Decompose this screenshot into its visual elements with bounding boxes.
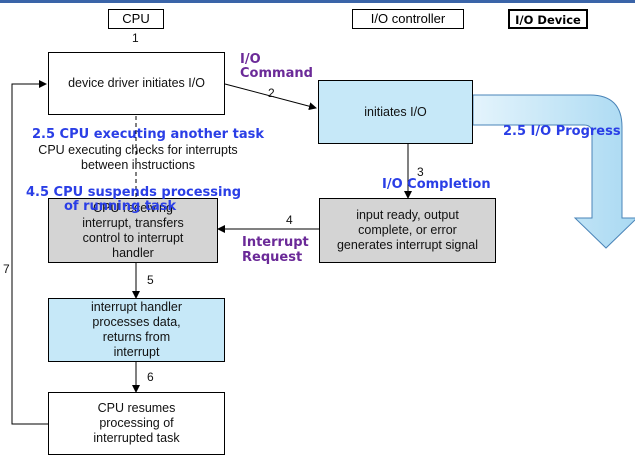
arrow-2: [224, 83, 317, 111]
arrow-7: [11, 80, 48, 425]
label-cpu-suspends-line1: 4.5 CPU suspends processing: [26, 185, 242, 200]
step-5: 5: [147, 273, 154, 287]
label-interrupt-request-line2: Request: [242, 250, 303, 265]
box-initiates-io: initiates I/O: [318, 80, 473, 144]
box-interrupt-signal: input ready, output complete, or error g…: [319, 198, 496, 263]
label-io-command-line2: Command: [240, 66, 313, 81]
box-device-driver-initiates-io: device driver initiates I/O: [48, 52, 225, 115]
box-cpu-resumes: CPU resumes processing of interrupted ta…: [48, 392, 225, 455]
label-cpu-executing-another-task: 2.5 CPU executing another task: [32, 127, 264, 142]
label-io-completion: I/O Completion: [382, 177, 491, 192]
step-3: 3: [417, 165, 424, 179]
header-cpu: CPU: [108, 9, 164, 29]
label-io-command-line1: I/O: [240, 52, 261, 67]
box-interrupt-handler: interrupt handler processes data, return…: [48, 298, 225, 362]
step-1: 1: [132, 31, 139, 45]
step-2: 2: [268, 86, 275, 100]
label-cpu-suspends-line2: of running task: [64, 199, 177, 214]
label-interrupt-request-line1: Interrupt: [242, 235, 309, 250]
header-io-device: I/O Device: [508, 9, 588, 29]
step-6: 6: [147, 370, 154, 384]
header-io-controller: I/O controller: [352, 9, 464, 29]
box-cpu-receiving-interrupt: CPU receiving interrupt, transfers contr…: [48, 198, 218, 263]
label-io-progress: 2.5 I/O Progress: [503, 124, 621, 139]
step-7: 7: [3, 262, 10, 276]
io-progress-arrow: [472, 94, 635, 249]
step-4: 4: [286, 213, 293, 227]
top-border: [0, 0, 635, 3]
note-checks-interrupts: CPU executing checks for interrupts betw…: [38, 143, 238, 172]
